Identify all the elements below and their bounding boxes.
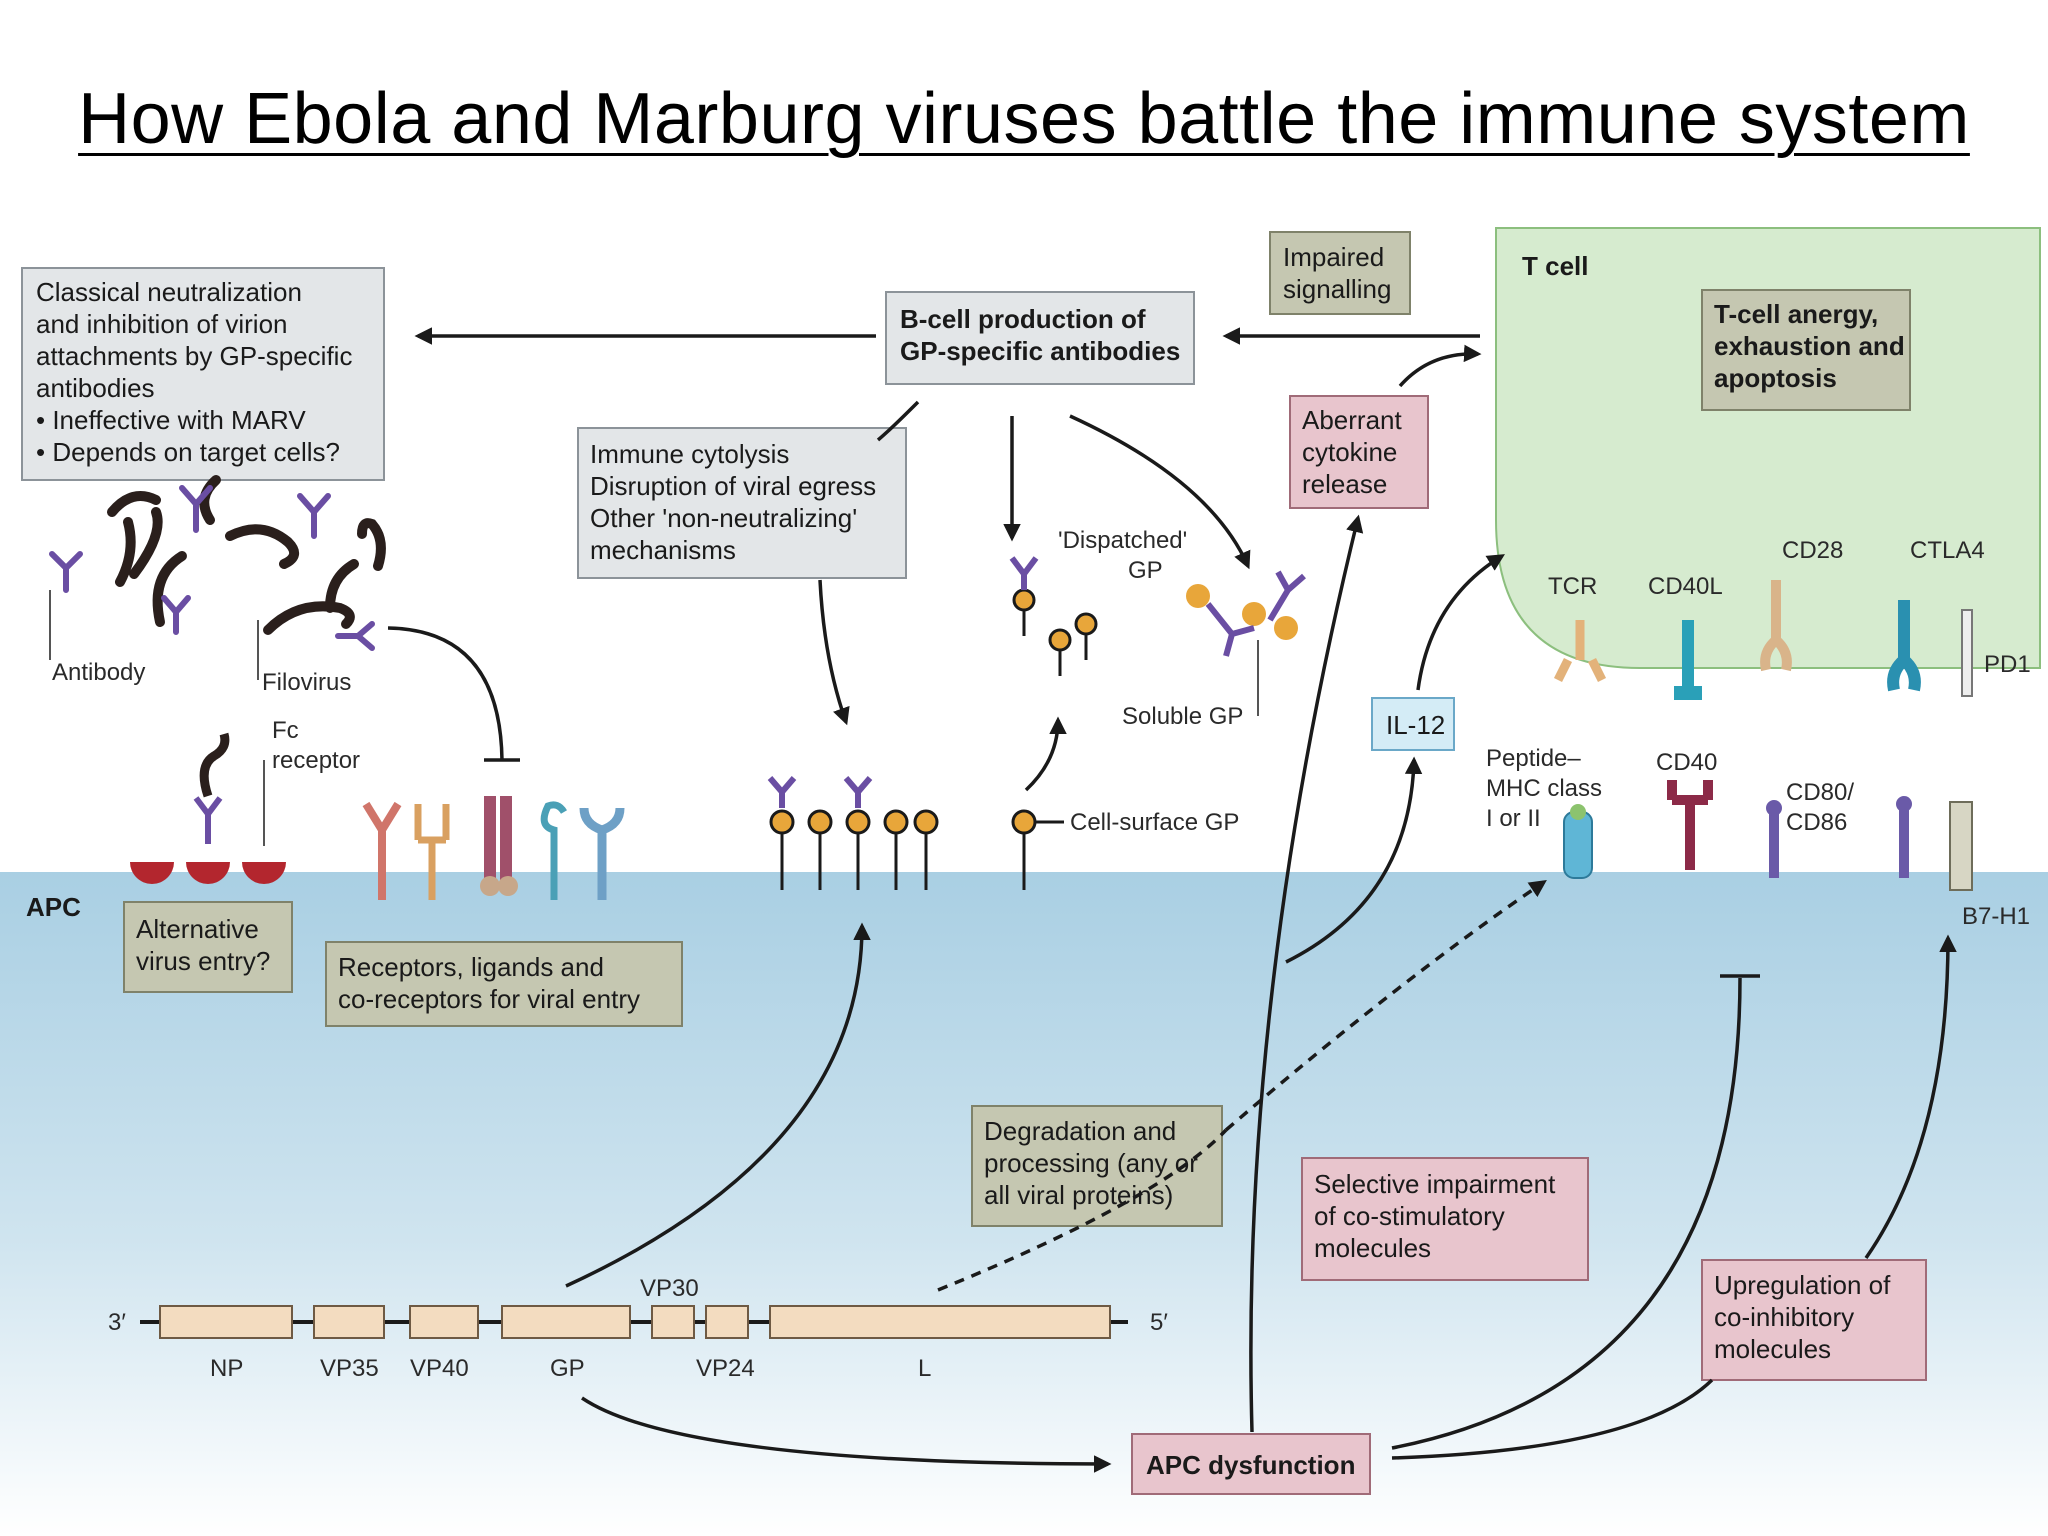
cd40l-label: CD40L [1648,573,1723,600]
box-line: GP-specific antibodies [900,336,1180,366]
bcell-production-box: B-cell production of GP-specific antibod… [885,291,1195,385]
ctla4-label: CTLA4 [1910,537,1985,564]
gene-vp30 [651,1305,695,1339]
box-line: Classical neutralization [36,277,302,307]
peptide-mhc-label: I or II [1486,805,1541,832]
gene-label: VP35 [320,1355,379,1382]
apc-dysfunction-box: APC dysfunction [1131,1433,1371,1495]
peptide-mhc-label: Peptide– [1486,745,1581,772]
tcell-label: T cell [1522,251,1588,281]
box-line: • Ineffective with MARV [36,405,306,435]
box-line: Selective impairment [1314,1169,1556,1199]
selective-impairment-box: Selective impairment of co-stimulatory m… [1301,1157,1589,1281]
box-line: and inhibition of virion [36,309,288,339]
page-title: How Ebola and Marburg viruses battle the… [78,79,1970,159]
cd40-label: CD40 [1656,749,1717,776]
virion-antibody-cluster: Antibody Filovirus [49,475,386,696]
box-line: co-receptors for viral entry [338,984,640,1014]
box-line: Aberrant [1302,405,1402,435]
cd80-label: CD80/ [1786,779,1854,806]
box-line: apoptosis [1714,363,1837,393]
impaired-signalling-box: Impaired signalling [1269,231,1411,315]
box-line: Degradation and [984,1116,1176,1146]
box-line: antibodies [36,373,155,403]
filovirus-label: Filovirus [262,669,351,696]
tcell-receptors: TCR CD40L CD28 CTLA4 PD1 [1548,537,2031,700]
dispatched-gp-label: 'Dispatched' [1058,527,1187,554]
alternative-entry-box: Alternative virus entry? [123,901,293,993]
cd28-label: CD28 [1782,537,1843,564]
tcell-anergy-box: T-cell anergy, exhaustion and apoptosis [1701,289,1911,411]
gene-vp35 [313,1305,385,1339]
genome-map: 3′ 5′ NP VP35 VP40 GP VP30 VP24 L [108,1275,1168,1382]
aberrant-cytokine-box: Aberrant cytokine release [1289,395,1429,509]
gene-label: GP [550,1355,585,1382]
box-line: Impaired [1283,242,1384,272]
classical-neutralization-box: Classical neutralization and inhibition … [21,267,385,481]
antibody-icon [49,485,375,651]
box-line: mechanisms [590,535,736,565]
box-line: Immune cytolysis [590,439,789,469]
gene-vp24 [705,1305,749,1339]
gene-label: VP40 [410,1355,469,1382]
soluble-gp-label: Soluble GP [1122,703,1243,730]
box-line: cytokine [1302,437,1397,467]
upregulation-box: Upregulation of co-inhibitory molecules [1701,1259,1927,1381]
box-line: attachments by GP-specific [36,341,352,371]
fc-receptor-label: receptor [272,747,360,774]
cd80-label: CD86 [1786,809,1847,836]
b7h1-label: B7-H1 [1962,903,2030,930]
soluble-gp-group [1186,570,1306,657]
box-line: T-cell anergy, [1714,299,1878,329]
box-line: processing (any or [984,1148,1198,1178]
tcr-label: TCR [1548,573,1597,600]
arrows [387,327,1957,1473]
box-line: Upregulation of [1714,1270,1891,1300]
dispatched-gp-label: GP [1128,557,1163,584]
receptors-box: Receptors, ligands and co-receptors for … [325,941,683,1027]
entry-receptors [362,796,625,900]
box-line: co-inhibitory [1714,1302,1854,1332]
antibody-label: Antibody [52,659,145,686]
box-line: Disruption of viral egress [590,471,876,501]
box-line: Receptors, ligands and [338,952,604,982]
box-line: B-cell production of [900,304,1146,334]
box-line: molecules [1714,1334,1831,1364]
box-line: all viral proteins) [984,1180,1173,1210]
cell-surface-gp-label: Cell-surface GP [1070,809,1239,836]
box-line: IL-12 [1386,710,1445,740]
surface-gp-group [767,776,1064,890]
apc-ligands: Peptide– MHC class I or II CD40 CD80/ CD… [1486,745,2030,930]
gene-gp [501,1305,631,1339]
box-line: of co-stimulatory [1314,1201,1505,1231]
il12-box: IL-12 [1371,697,1455,751]
filovirus-icon [107,475,386,635]
pd1-label: PD1 [1984,651,2031,678]
box-line: Alternative [136,914,259,944]
immune-cytolysis-box: Immune cytolysis Disruption of viral egr… [577,427,907,579]
box-line: • Depends on target cells? [36,437,340,467]
box-line: virus entry? [136,946,270,976]
box-line: molecules [1314,1233,1431,1263]
gene-label: VP30 [640,1275,699,1302]
apc-label: APC [26,892,81,922]
gene-vp40 [409,1305,479,1339]
box-line: APC dysfunction [1146,1450,1355,1480]
box-line: signalling [1283,274,1391,304]
gene-label: L [918,1355,931,1382]
box-line: release [1302,469,1387,499]
fc-receptor-label: Fc [272,717,299,744]
gene-l [769,1305,1111,1339]
fc-receptor-group: Fc receptor [130,717,360,884]
box-line: Other 'non-neutralizing' [590,503,857,533]
gene-label: NP [210,1355,243,1382]
dispatched-gp-group [1009,556,1098,676]
genome-5prime: 5′ [1150,1309,1168,1336]
genome-3prime: 3′ [108,1309,126,1336]
gene-label: VP24 [696,1355,755,1382]
gene-np [159,1305,293,1339]
box-line: exhaustion and [1714,331,1905,361]
peptide-mhc-label: MHC class [1486,775,1602,802]
